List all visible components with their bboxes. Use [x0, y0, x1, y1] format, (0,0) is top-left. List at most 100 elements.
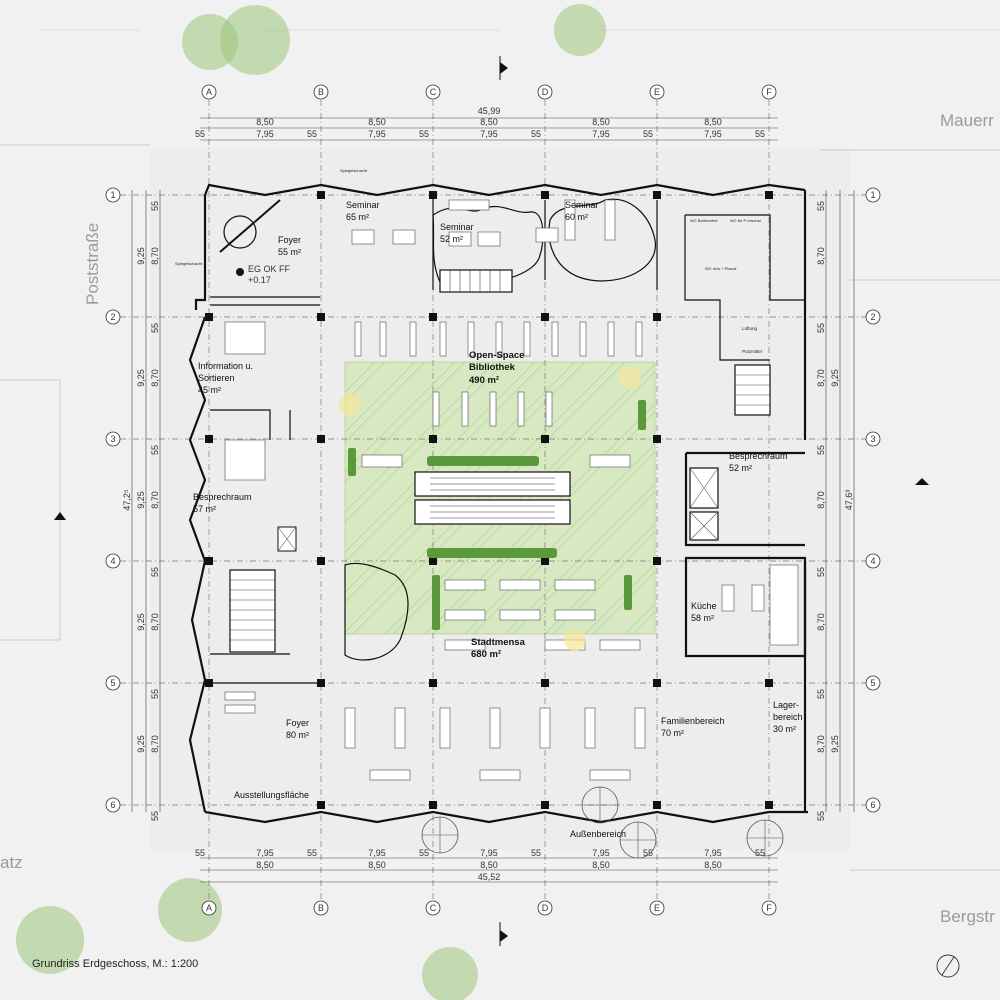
axis-labels-rows: 1 1 2 2 3 3 4 4 5 5 6 6 — [105, 187, 881, 813]
svg-text:65 m²: 65 m² — [346, 212, 369, 222]
svg-text:55: 55 — [816, 811, 826, 821]
svg-text:Foyer: Foyer — [286, 718, 309, 728]
building-walls — [188, 183, 808, 824]
svg-text:55: 55 — [816, 201, 826, 211]
svg-text:Foyer: Foyer — [278, 235, 301, 245]
street-name-berg: Bergstr — [940, 907, 995, 926]
lift-shafts — [277, 467, 719, 552]
svg-text:55: 55 — [531, 848, 541, 858]
axis-marker-5: 5 5 — [105, 675, 881, 691]
svg-text:57 m²: 57 m² — [193, 504, 216, 514]
svg-text:52 m²: 52 m² — [440, 234, 463, 244]
svg-text:30 m²: 30 m² — [773, 724, 796, 734]
svg-text:7,95: 7,95 — [480, 848, 498, 858]
axis-marker-f: F F — [761, 84, 777, 916]
svg-text:8,50: 8,50 — [256, 117, 274, 127]
north-arrow-icon — [936, 954, 960, 978]
dimension-chain-right: 8,70 8,70 8,70 8,70 8,70 55 55 55 55 55 … — [816, 190, 855, 821]
axis-labels-columns: A A B B C C D D E E F F — [201, 84, 777, 916]
svg-text:Seminar: Seminar — [565, 200, 599, 210]
svg-text:EG OK FF: EG OK FF — [248, 264, 291, 274]
svg-text:8,70: 8,70 — [816, 613, 826, 631]
axis-marker-1: 1 1 — [105, 187, 881, 203]
svg-text:8,50: 8,50 — [368, 117, 386, 127]
svg-text:9,25: 9,25 — [830, 369, 840, 387]
green-zone — [344, 361, 656, 635]
svg-text:2: 2 — [110, 312, 115, 322]
axis-marker-6: 6 6 — [105, 797, 881, 813]
svg-text:Seminar: Seminar — [346, 200, 380, 210]
label-lueftung: Lüftung — [742, 326, 758, 331]
svg-text:D: D — [542, 87, 549, 97]
svg-text:C: C — [430, 903, 437, 913]
svg-text:Information u.: Information u. — [198, 361, 253, 371]
svg-text:+0.17: +0.17 — [248, 275, 271, 285]
svg-text:55: 55 — [150, 567, 160, 577]
axis-marker-c: C C — [425, 84, 441, 916]
escalators — [414, 471, 571, 525]
room-ausstellung: Ausstellungsfläche — [234, 790, 309, 800]
plan-caption: Grundriss Erdgeschoss, M.: 1:200 — [32, 958, 199, 970]
svg-text:55: 55 — [531, 129, 541, 139]
tables-seminar — [224, 199, 631, 481]
room-seminar-1: Seminar 65 m² — [346, 200, 380, 222]
svg-text:F: F — [766, 87, 772, 97]
svg-text:55: 55 — [419, 848, 429, 858]
svg-text:680 m²: 680 m² — [471, 649, 501, 660]
svg-text:8,70: 8,70 — [150, 247, 160, 265]
kitchen-equipment — [721, 564, 799, 646]
svg-text:9,25: 9,25 — [136, 247, 146, 265]
svg-text:8,70: 8,70 — [816, 735, 826, 753]
dimension-chain-top: 45,99 8,50 8,50 8,50 8,50 8,50 55 7,95 5… — [195, 106, 778, 141]
room-seminar-2: Seminar 52 m² — [440, 222, 474, 244]
svg-text:A: A — [206, 87, 212, 97]
svg-text:55: 55 — [195, 129, 205, 139]
svg-text:55: 55 — [195, 848, 205, 858]
tables-foyer-bottom — [224, 691, 646, 781]
service-labels: Lüftung Putzmittel WC Barrierefrei WC fü… — [175, 168, 762, 354]
tree-icon — [16, 906, 84, 974]
label-wc-mw: WC m/w + Pissoir — [705, 266, 737, 271]
svg-text:70 m²: 70 m² — [661, 728, 684, 738]
svg-text:490 m²: 490 m² — [469, 375, 499, 386]
svg-text:80 m²: 80 m² — [286, 730, 309, 740]
svg-text:55: 55 — [755, 848, 765, 858]
svg-text:8,50: 8,50 — [256, 860, 274, 870]
street-name-mauer: Mauerr — [940, 111, 994, 130]
room-kueche: Küche 58 m² — [691, 601, 717, 623]
svg-text:6: 6 — [870, 800, 875, 810]
svg-text:8,50: 8,50 — [704, 860, 722, 870]
svg-text:8,50: 8,50 — [480, 860, 498, 870]
svg-text:55: 55 — [816, 445, 826, 455]
svg-text:B: B — [318, 903, 324, 913]
svg-text:8,70: 8,70 — [150, 491, 160, 509]
room-foyer-top: Foyer 55 m² — [278, 235, 301, 257]
svg-text:55: 55 — [150, 811, 160, 821]
svg-text:7,95: 7,95 — [368, 848, 386, 858]
svg-text:Küche: Küche — [691, 601, 717, 611]
street-name-post: Poststraße — [83, 223, 102, 305]
svg-text:B: B — [318, 87, 324, 97]
svg-text:55: 55 — [307, 848, 317, 858]
svg-text:7,95: 7,95 — [256, 848, 274, 858]
svg-text:55: 55 — [643, 848, 653, 858]
room-information: Information u. Sortieren 45 m² — [198, 361, 253, 395]
axis-marker-3: 3 3 — [105, 431, 881, 447]
axis-marker-e: E E — [649, 84, 665, 916]
street-name-platz: atz — [0, 853, 23, 872]
svg-text:5: 5 — [110, 678, 115, 688]
svg-text:8,70: 8,70 — [150, 369, 160, 387]
room-labels: Foyer 55 m² Seminar 65 m² Seminar 52 m² … — [193, 200, 803, 839]
stair-seminar — [439, 269, 513, 293]
tree-icon — [554, 4, 606, 56]
svg-text:bereich: bereich — [773, 712, 803, 722]
svg-text:7,95: 7,95 — [704, 129, 722, 139]
svg-text:7,95: 7,95 — [368, 129, 386, 139]
svg-text:4: 4 — [870, 556, 875, 566]
svg-text:Lager-: Lager- — [773, 700, 799, 710]
tables-mensa — [444, 579, 641, 651]
svg-text:E: E — [654, 87, 660, 97]
svg-text:55: 55 — [419, 129, 429, 139]
planters — [348, 400, 646, 630]
label-wc-personal: WC für P·ersonal — [730, 218, 761, 223]
